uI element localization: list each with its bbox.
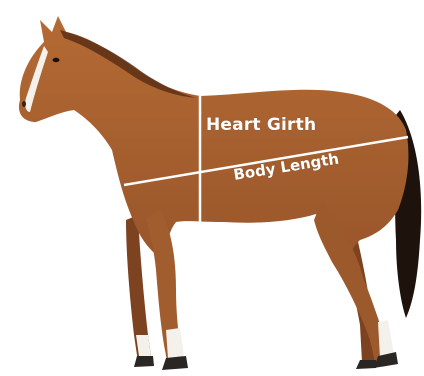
horse-body — [19, 16, 408, 270]
nostril — [22, 101, 26, 107]
near-fore-sock — [166, 328, 184, 358]
near-hind-sock — [378, 320, 394, 358]
hoof — [134, 356, 154, 367]
eye — [53, 58, 60, 62]
heart-girth-label: Heart Girth — [206, 115, 316, 135]
hoof — [162, 356, 188, 370]
hoof — [356, 360, 376, 369]
